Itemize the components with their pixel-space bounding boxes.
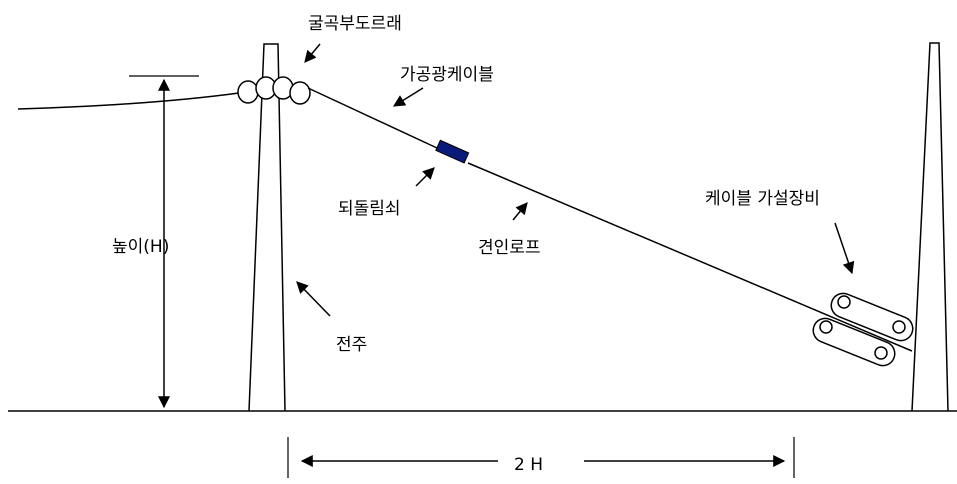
existing-cable-line <box>17 92 240 110</box>
right-pole <box>911 42 949 412</box>
label-pull-rope: 견인로프 <box>478 238 541 258</box>
rig-roller <box>819 320 833 334</box>
aerial-optical-cable <box>307 87 438 149</box>
rig-roller <box>874 346 888 360</box>
pulley-callout-arrow <box>304 43 321 63</box>
swivel-callout-arrow <box>415 167 435 187</box>
pulley-wheel <box>237 80 259 104</box>
label-cable-installation-rig: 케이블 가설장비 <box>705 189 820 209</box>
swivel <box>435 139 470 164</box>
label-swivel: 되돌림쇠 <box>338 199 401 219</box>
pulley-wheel <box>289 81 311 105</box>
rope-callout-arrow <box>512 202 528 221</box>
pull-rope <box>467 162 913 352</box>
cable-callout-arrow <box>392 87 424 107</box>
pole-callout-arrow <box>296 281 331 317</box>
bend-pulley-group <box>237 76 311 105</box>
left-pole <box>248 43 286 412</box>
label-height: 높이(H) <box>112 237 169 257</box>
cable-installation-rig <box>812 292 914 367</box>
rig-roller <box>892 320 906 334</box>
rig-callout-arrow <box>834 222 855 275</box>
label-distance: 2 H <box>514 455 543 475</box>
label-pole: 전주 <box>336 335 367 355</box>
rig-capstan-upper <box>830 292 914 342</box>
label-aerial-optical-cable: 가공광케이블 <box>400 65 494 85</box>
rig-roller <box>837 295 851 309</box>
label-bend-pulley: 굴곡부도르래 <box>308 14 402 34</box>
